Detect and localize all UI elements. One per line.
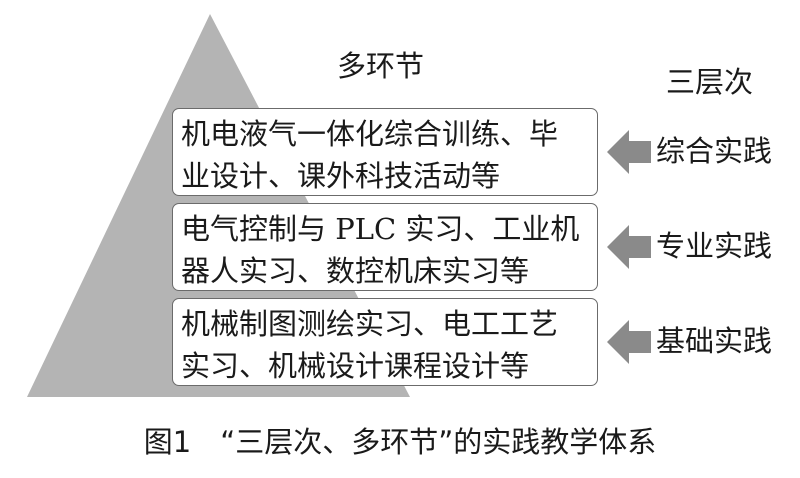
layer-box-professional: 电气控制与 PLC 实习、工业机 器人实习、数控机床实习等 [172, 203, 598, 291]
layer-line: 实习、机械设计课程设计等 [181, 349, 530, 383]
layer-line: 电气控制与 PLC 实习、工业机 [181, 212, 580, 246]
left-arrow-icon [607, 320, 651, 364]
left-arrow-icon [607, 130, 651, 174]
three-levels-heading: 三层次 [666, 65, 754, 99]
left-arrow-icon [607, 225, 651, 269]
layer-line: 机械制图测绘实习、电工工艺 [181, 307, 559, 341]
level-label-basic: 基础实践 [656, 324, 773, 358]
layer-box-basic: 机械制图测绘实习、电工工艺 实习、机械设计课程设计等 [172, 298, 598, 386]
layer-line: 器人实习、数控机床实习等 [181, 254, 530, 288]
layer-box-comprehensive: 机电液气一体化综合训练、毕 业设计、课外科技活动等 [172, 108, 598, 196]
layer-line: 机电液气一体化综合训练、毕 [181, 117, 559, 151]
level-label-professional: 专业实践 [656, 229, 773, 263]
level-label-comprehensive: 综合实践 [656, 134, 773, 168]
multi-link-heading: 多环节 [337, 49, 425, 83]
figure-caption: 图1 “三层次、多环节”的实践教学体系 [143, 425, 657, 459]
layer-line: 业设计、课外科技活动等 [181, 159, 501, 193]
